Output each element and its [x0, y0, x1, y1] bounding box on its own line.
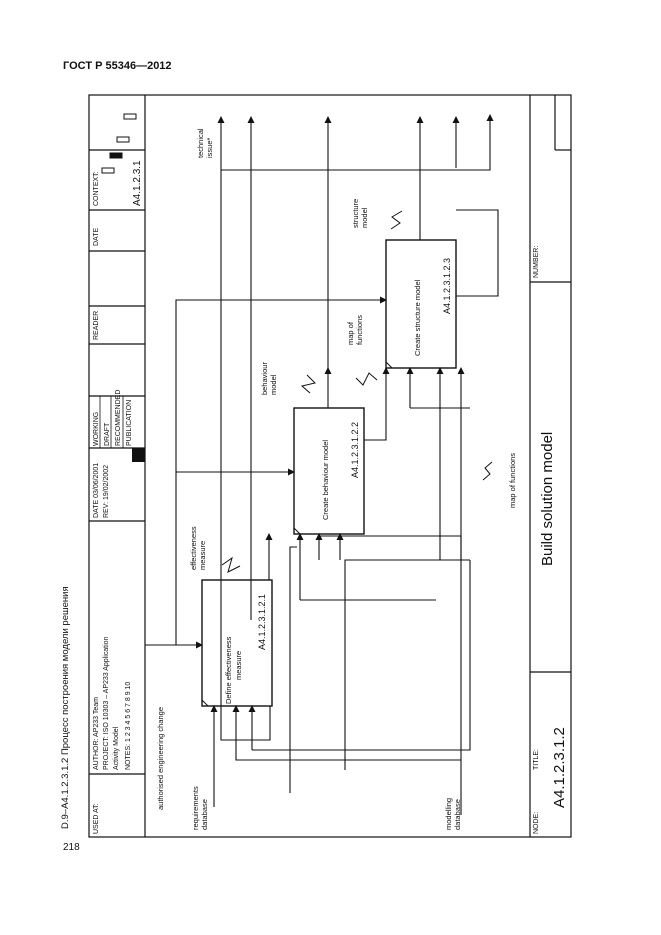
requirements-label-1: requirements [191, 786, 200, 830]
page-number: 218 [63, 842, 80, 853]
diagram-frame [88, 94, 572, 838]
outer-border [88, 94, 572, 838]
status-draft: DRAFT [104, 422, 111, 446]
modelling-label-1: modelling [444, 798, 453, 830]
activity-text: Define effectiveness measure A4.1.2.3.1.… [224, 258, 452, 704]
map-functions-label-2: functions [355, 315, 364, 345]
frame-text: USED AT: AUTHOR: AP233 Team DATE 03/06/2… [93, 160, 568, 834]
effectiveness-label-1: effectiveness [189, 526, 198, 570]
technical-issue-label-2: issue* [205, 137, 214, 158]
activity-3-id: A4.1.2.3.1.2.3 [442, 258, 452, 314]
used-at-label: USED AT: [93, 803, 100, 834]
publication-marker [132, 448, 145, 462]
date-label: DATE [93, 228, 100, 246]
effectiveness-label-2: measure [198, 541, 207, 570]
author-text: AUTHOR: AP233 Team [93, 697, 100, 770]
modelling-label-2: database [453, 799, 462, 830]
date-text: DATE 03/06/2001 [93, 463, 100, 518]
rev-text: REV: 19/02/2002 [103, 465, 110, 518]
node-label: NODE: [533, 812, 540, 834]
context-label: CONTEXT: [93, 171, 100, 206]
requirements-label-2: database [200, 799, 209, 830]
number-label: NUMBER: [533, 246, 540, 278]
flow-labels: requirements database modelling database… [156, 128, 517, 830]
engineering-change-label: authorised engineering change [156, 707, 165, 810]
document-header: ГОСТ Р 55346—2012 [63, 60, 172, 72]
structure-label-2: model [360, 207, 369, 228]
project-text: PROJECT: ISO 10303 – AP233 Application [103, 636, 110, 770]
activity-1-id: A4.1.2.3.1.2.1 [257, 594, 267, 650]
status-recommended: RECOMMENDED [115, 390, 122, 446]
diagram-title: Build solution model [539, 432, 556, 566]
activity-3-label: Create structure model [413, 279, 422, 356]
reader-label: READER [93, 311, 100, 340]
node-value: A4.1.2.3.1.2 [551, 727, 568, 808]
title-label: TITLE: [533, 749, 540, 770]
activity-1-label-line1: Define effectiveness [224, 636, 233, 704]
context-thumbnail [101, 113, 137, 174]
arrow-network [145, 114, 499, 815]
behaviour-label-1: behaviour [260, 362, 269, 395]
model-name-text: Activity Model [113, 726, 120, 770]
map-functions-label-1: map of [346, 321, 355, 345]
notes-text: NOTES: 1 2 3 4 5 6 7 8 9 10 [125, 682, 132, 770]
activity-1-label-line2: measure [234, 651, 243, 680]
technical-issue-label-1: technical [196, 128, 205, 158]
status-working: WORKING [93, 412, 100, 446]
structure-label-1: structure [351, 199, 360, 228]
context-value: A4.1.2.3.1 [132, 160, 143, 206]
behaviour-label-2: model [269, 374, 278, 395]
activity-2-id: A4.1.2.3.1.2.2 [350, 422, 360, 478]
status-publication: PUBLICATION [126, 400, 133, 446]
map-of-functions-label: map of functions [508, 453, 517, 508]
activity-2-label: Create behaviour model [321, 440, 330, 520]
activity-box-3 [385, 239, 457, 369]
